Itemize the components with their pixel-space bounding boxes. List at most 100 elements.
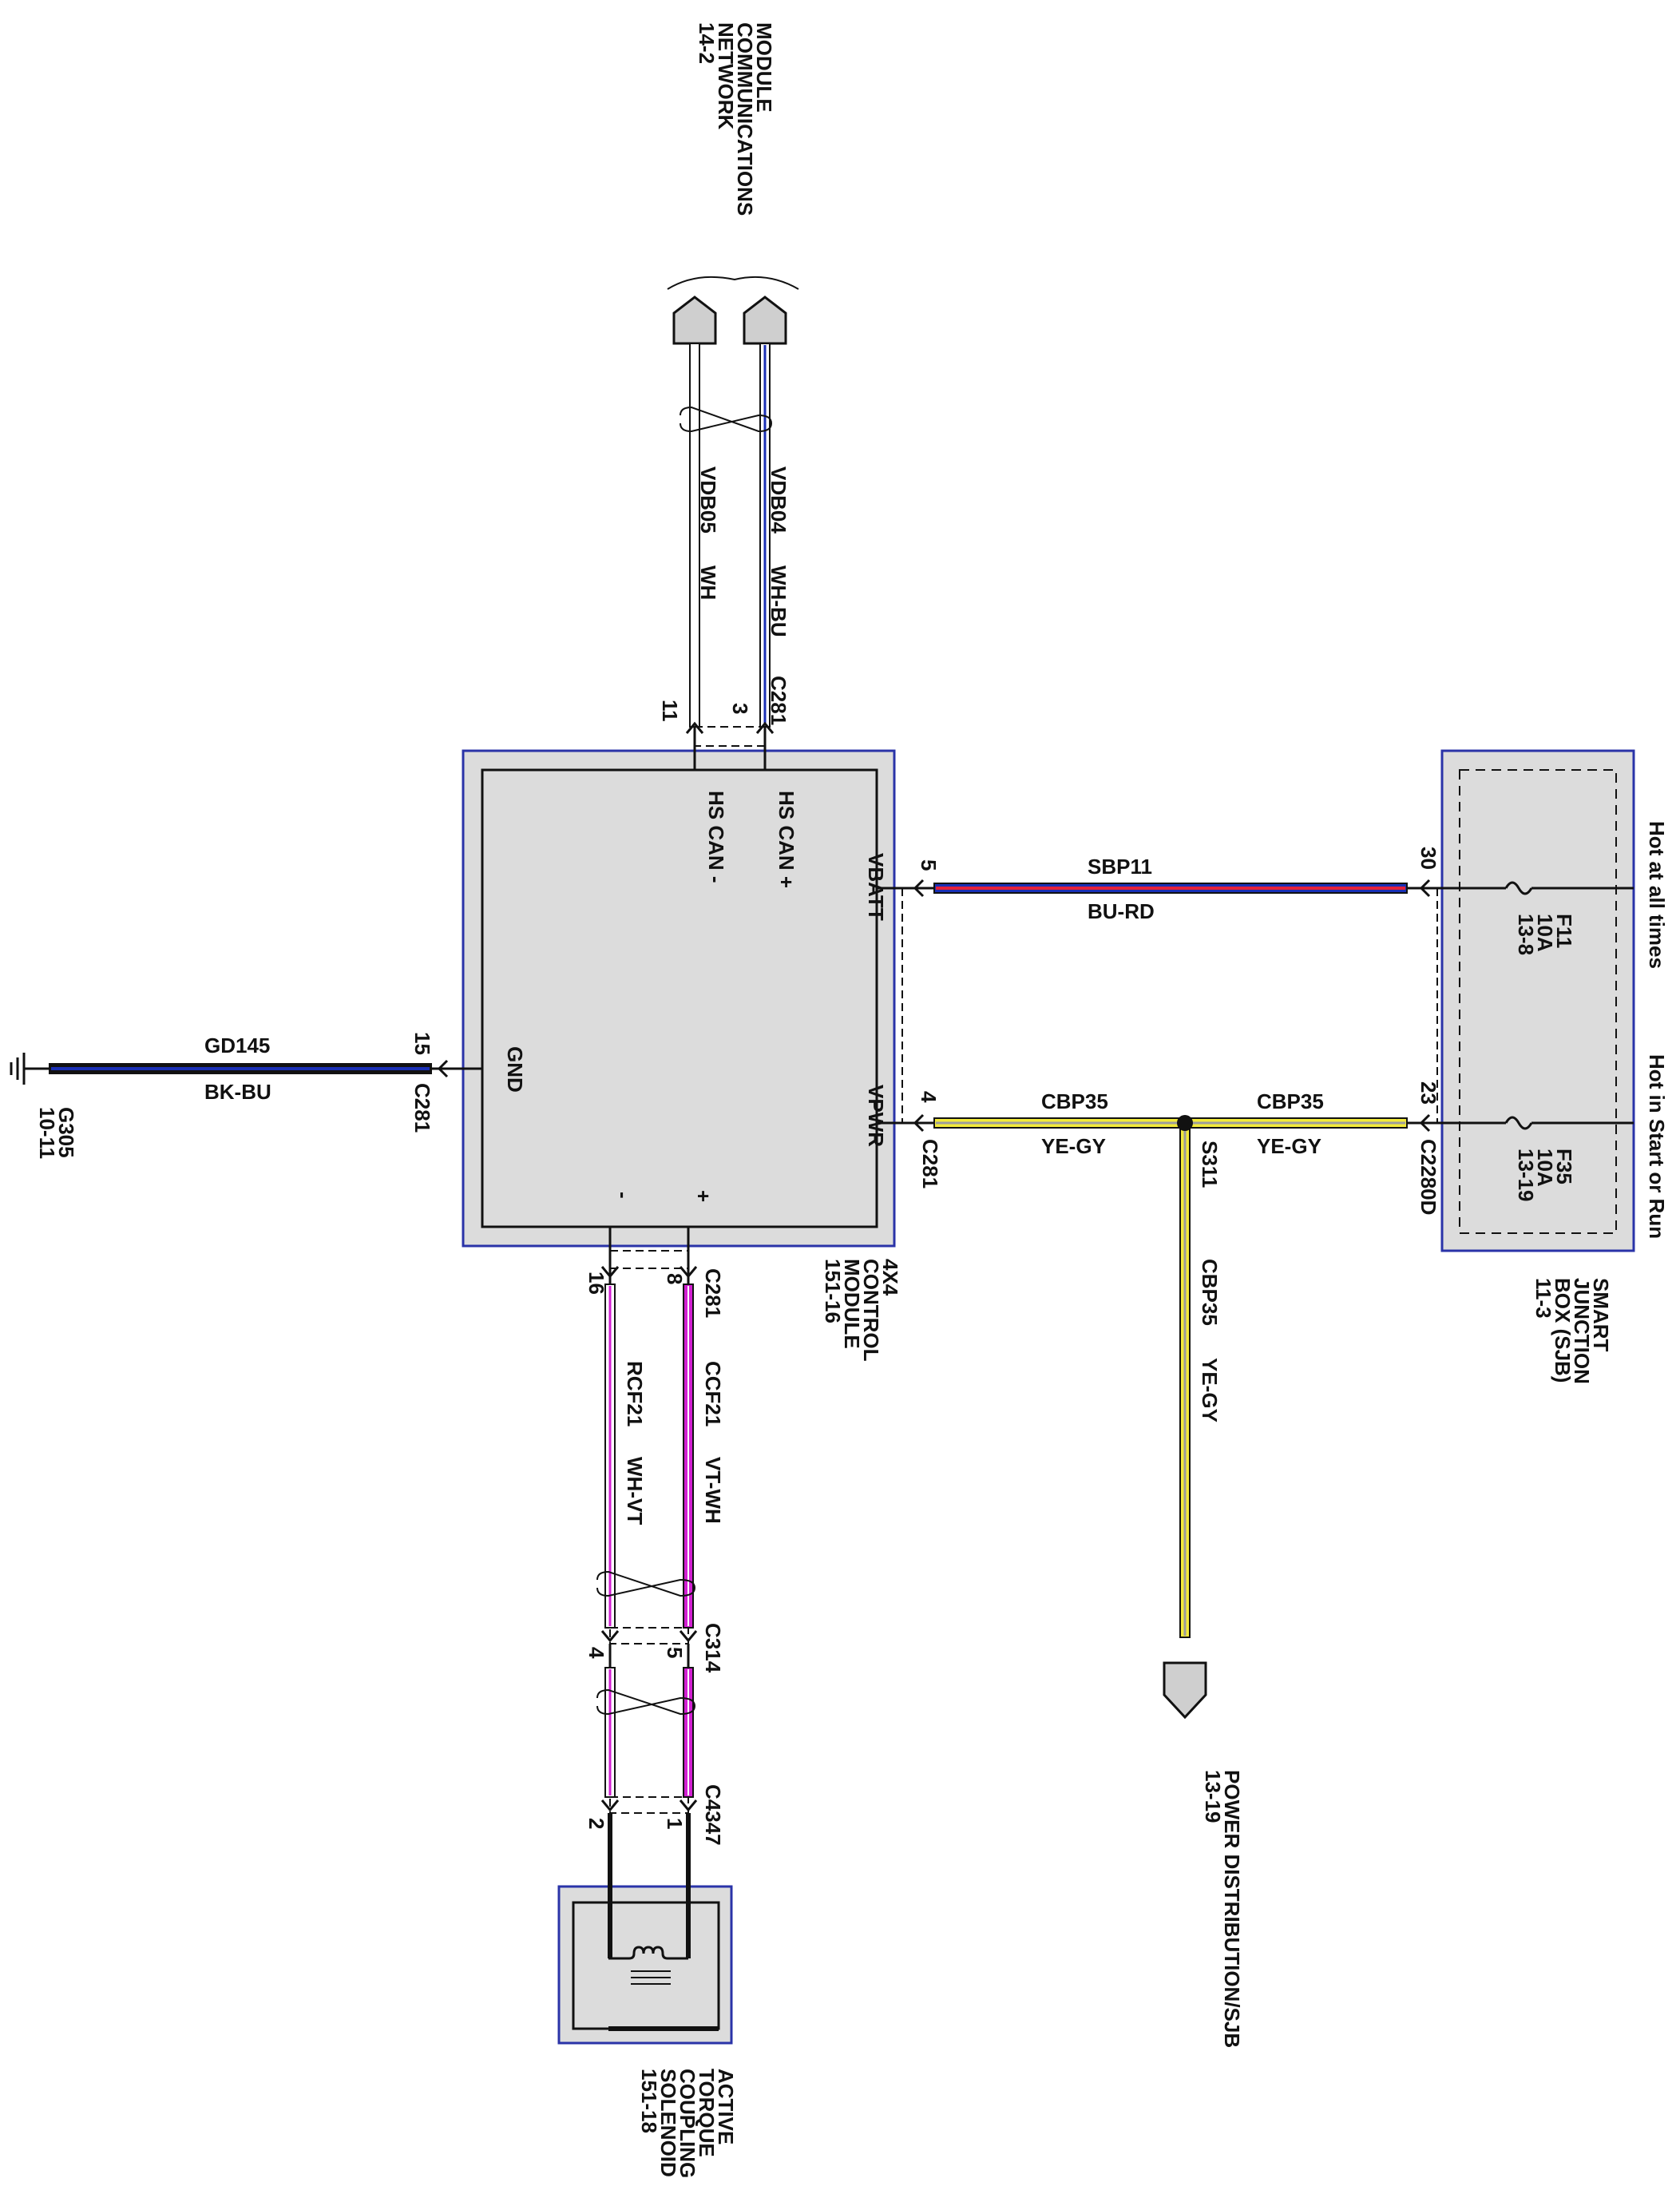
connector-c2280d-label: C2280D <box>1417 1139 1440 1215</box>
pin-number: 5 <box>663 1647 687 1658</box>
pin-number: 2 <box>584 1818 608 1829</box>
text-part: SMART <box>1589 1278 1613 1352</box>
solenoid-label: ACTIVE TORQUE COUPLING SOLENOID 151-18 <box>637 2069 738 2178</box>
pin-number: 16 <box>584 1272 608 1295</box>
wire-cbp35-module-circuit: CBP35 <box>1041 1089 1108 1113</box>
sjb-inner-dashed <box>1459 769 1617 1234</box>
text-part: MODULE <box>840 1259 864 1349</box>
pin-number: 5 <box>917 859 941 871</box>
wire-gd145-circuit: GD145 <box>204 1034 270 1057</box>
connector-c281-label: C281 <box>918 1139 942 1188</box>
text-part: COUPLING <box>676 2069 699 2178</box>
g-part: C281 <box>918 1139 942 1188</box>
wire-rcf21-circuit: RCF21 <box>623 1361 647 1426</box>
text-part: 10A <box>1533 914 1557 952</box>
pin-arrow <box>679 1266 698 1279</box>
vpwr-wire <box>877 1113 1634 1720</box>
solenoid-wires <box>596 1227 698 1958</box>
g-part: 4 <box>917 1091 941 1103</box>
wire-vdb04-circuit: VDB04 <box>767 466 790 534</box>
splice-s311-label: S311 <box>1198 1141 1222 1188</box>
solenoid-coil-icon <box>608 1946 688 1960</box>
wire-cbp35-down-color: YE-GY <box>1198 1358 1222 1422</box>
connector-c281-dashed <box>694 726 766 747</box>
pin-arrow <box>600 1799 620 1812</box>
network-connectors <box>667 276 799 345</box>
module-pin-plus: + <box>691 1190 715 1202</box>
g-part: CBP35 YE-GY <box>1198 1259 1222 1422</box>
fuse-f35-label: F35 10A 13-19 <box>1514 1149 1576 1202</box>
smart-junction-box <box>1440 749 1635 1252</box>
text-part: SOLENOID <box>656 2069 680 2177</box>
twist-icon <box>680 406 773 433</box>
pin-arrow <box>685 721 704 734</box>
pin-arrow <box>755 721 775 734</box>
module-pin-hs-can-plus: HS CAN + <box>775 791 798 888</box>
g-part: HS CAN - <box>704 791 728 883</box>
g-part: 8 <box>663 1273 687 1284</box>
network-label-line: NETWORK <box>714 22 738 130</box>
ground-label: G305 10-11 <box>35 1107 78 1159</box>
wire-cbp35-sjb-circuit: CBP35 <box>1257 1089 1324 1113</box>
connector-c281-label: C281 <box>410 1083 434 1133</box>
g-part: 11 <box>658 700 682 722</box>
pin-arrow <box>913 1113 925 1133</box>
text-part: F11 <box>1552 914 1576 948</box>
fuse-f35-icon <box>1504 1116 1533 1130</box>
text-part: G305 <box>54 1107 78 1158</box>
connector-c314-label: C314 <box>701 1623 725 1673</box>
pin-number: 4 <box>917 1091 941 1103</box>
gnd-wire <box>10 1053 482 1085</box>
pin-number: 4 <box>584 1647 608 1659</box>
g-part: 4 <box>584 1647 608 1659</box>
g-part: 5 <box>663 1647 687 1658</box>
wire-vdb05-circuit: VDB05 <box>696 466 720 534</box>
control-module <box>462 749 896 1248</box>
g-part: 16 <box>584 1272 608 1295</box>
power-distribution-connector-icon <box>1163 1661 1207 1720</box>
pin-number: 15 <box>410 1032 434 1055</box>
g-part: HS CAN + <box>775 791 798 888</box>
text-part: BOX (SJB) <box>1551 1278 1575 1383</box>
text-part: 13-19 <box>1514 1149 1538 1202</box>
module-pin-vbatt: VBATT <box>864 853 888 921</box>
text-part: TORQUE <box>695 2069 719 2157</box>
wire-rcf21-color: WH-VT <box>623 1457 647 1525</box>
fuse-f11-icon <box>1504 881 1533 895</box>
pin-number: 30 <box>1417 847 1440 870</box>
g-part: VDB05 WH <box>696 466 720 600</box>
connector-c281-dashed <box>609 1250 689 1269</box>
wire-gd145-color: BK-BU <box>204 1080 271 1104</box>
pin-number: 23 <box>1417 1081 1440 1105</box>
text-part: F35 <box>1552 1149 1576 1184</box>
g-part: CCF21 VT-WH <box>701 1361 725 1524</box>
g-part: C314 <box>701 1623 725 1673</box>
network-bracket <box>667 276 799 290</box>
wire-sbp11-color: BU-RD <box>1088 899 1155 923</box>
text-part: 151-18 <box>637 2069 661 2133</box>
pin-arrow <box>1419 879 1431 898</box>
g-part: C281 <box>410 1083 434 1133</box>
power-distribution-label: POWER DISTRIBUTION/SJB 13-19 <box>1201 1770 1244 2048</box>
wire-sbp11-circuit: SBP11 <box>1088 855 1152 879</box>
pin-number: 8 <box>663 1273 687 1284</box>
wire-vdb04-color: WH-BU <box>767 565 790 637</box>
g-part: 30 <box>1417 847 1440 870</box>
control-module-inner <box>481 768 878 1228</box>
sjb-outer <box>1440 749 1635 1252</box>
network-connector-icon <box>743 296 787 345</box>
g-part: - <box>612 1192 636 1199</box>
connector-c281-label: C281 <box>701 1268 725 1318</box>
network-label: MODULE COMMUNICATIONS NETWORK 14-2 <box>695 22 776 216</box>
text-part: ACTIVE <box>714 2069 738 2144</box>
pin-arrow <box>437 1059 449 1078</box>
g-part: 5 <box>917 859 941 871</box>
hot-at-all-times-label: Hot at all times <box>1645 821 1669 969</box>
splice-s311-dot <box>1177 1115 1193 1131</box>
connector-c4347-label: C4347 <box>701 1784 725 1846</box>
g-part: Hot in Start or Run <box>1645 1054 1669 1239</box>
wire-ccf21-circuit: CCF21 <box>701 1361 725 1426</box>
g-part: 3 <box>728 703 752 714</box>
g-part: C281 <box>701 1268 725 1318</box>
